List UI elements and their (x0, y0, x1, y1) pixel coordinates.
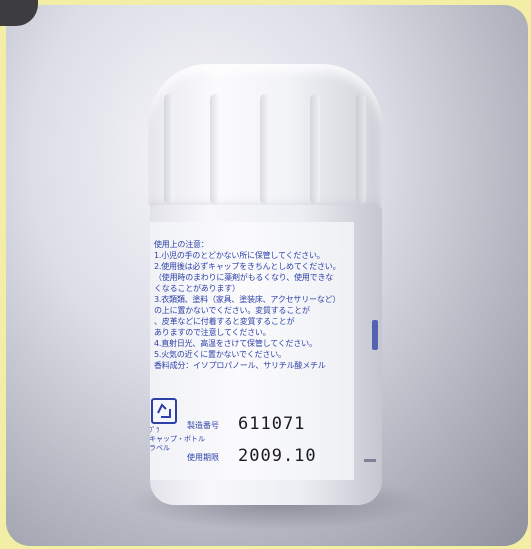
recycle-text: ﾌﾟﾗ キャップ・ボトル ラベル (149, 426, 205, 453)
cap-ridge (210, 94, 220, 204)
caution-line: 香料成分：イソプロパノール、サリチル酸メチル (154, 361, 326, 370)
recycle-line: キャップ・ボトル (149, 435, 205, 443)
caution-line: 、皮革などに付着すると変質することが (154, 317, 295, 326)
recycle-icon (151, 398, 177, 424)
caution-line: 2.使用後は必ずキャップをきちんとしめてください。 (154, 262, 341, 271)
caution-line: の上に置かないでください。変質することが (154, 306, 310, 315)
expiry-date: 2009.10 (238, 446, 317, 466)
cap-ridge (356, 94, 366, 204)
caution-line: 3.衣類類、塗料（家具、塗装床、アクセサリーなど） (154, 295, 341, 304)
caution-line: 4.直射日光、高温をさけて保管してください。 (154, 339, 317, 348)
side-print-mark (372, 320, 378, 350)
cap-ridge (260, 94, 270, 204)
bottle-label (150, 222, 354, 480)
side-print-mark (364, 459, 376, 462)
cap-ridge (164, 94, 174, 204)
bottle-cap (148, 64, 382, 212)
recycle-line: ラベル (149, 444, 170, 452)
caution-line: 使用上の注意： (154, 240, 209, 249)
caution-text: 使用上の注意： 1.小児の手のとどかない所に保管してください。 2.使用後は必ず… (154, 240, 349, 372)
caution-line: くなることがあります） (154, 284, 240, 293)
cap-ridge (310, 94, 320, 204)
recycle-line: ﾌﾟﾗ (149, 426, 160, 434)
caution-line: ありますので注意してください。 (154, 328, 271, 337)
manufacture-no: 611071 (238, 414, 306, 434)
caution-line: 1.小児の手のとどかない所に保管してください。 (154, 251, 325, 260)
caution-line: 5.火気の近くに置かないでください。 (154, 350, 286, 359)
caution-line: （使用時のまわりに薬剤がもるくなり、使用できな (154, 273, 334, 282)
manufacture-no-label: 製造番号 (187, 421, 219, 430)
expiry-label: 使用期限 (187, 453, 219, 462)
